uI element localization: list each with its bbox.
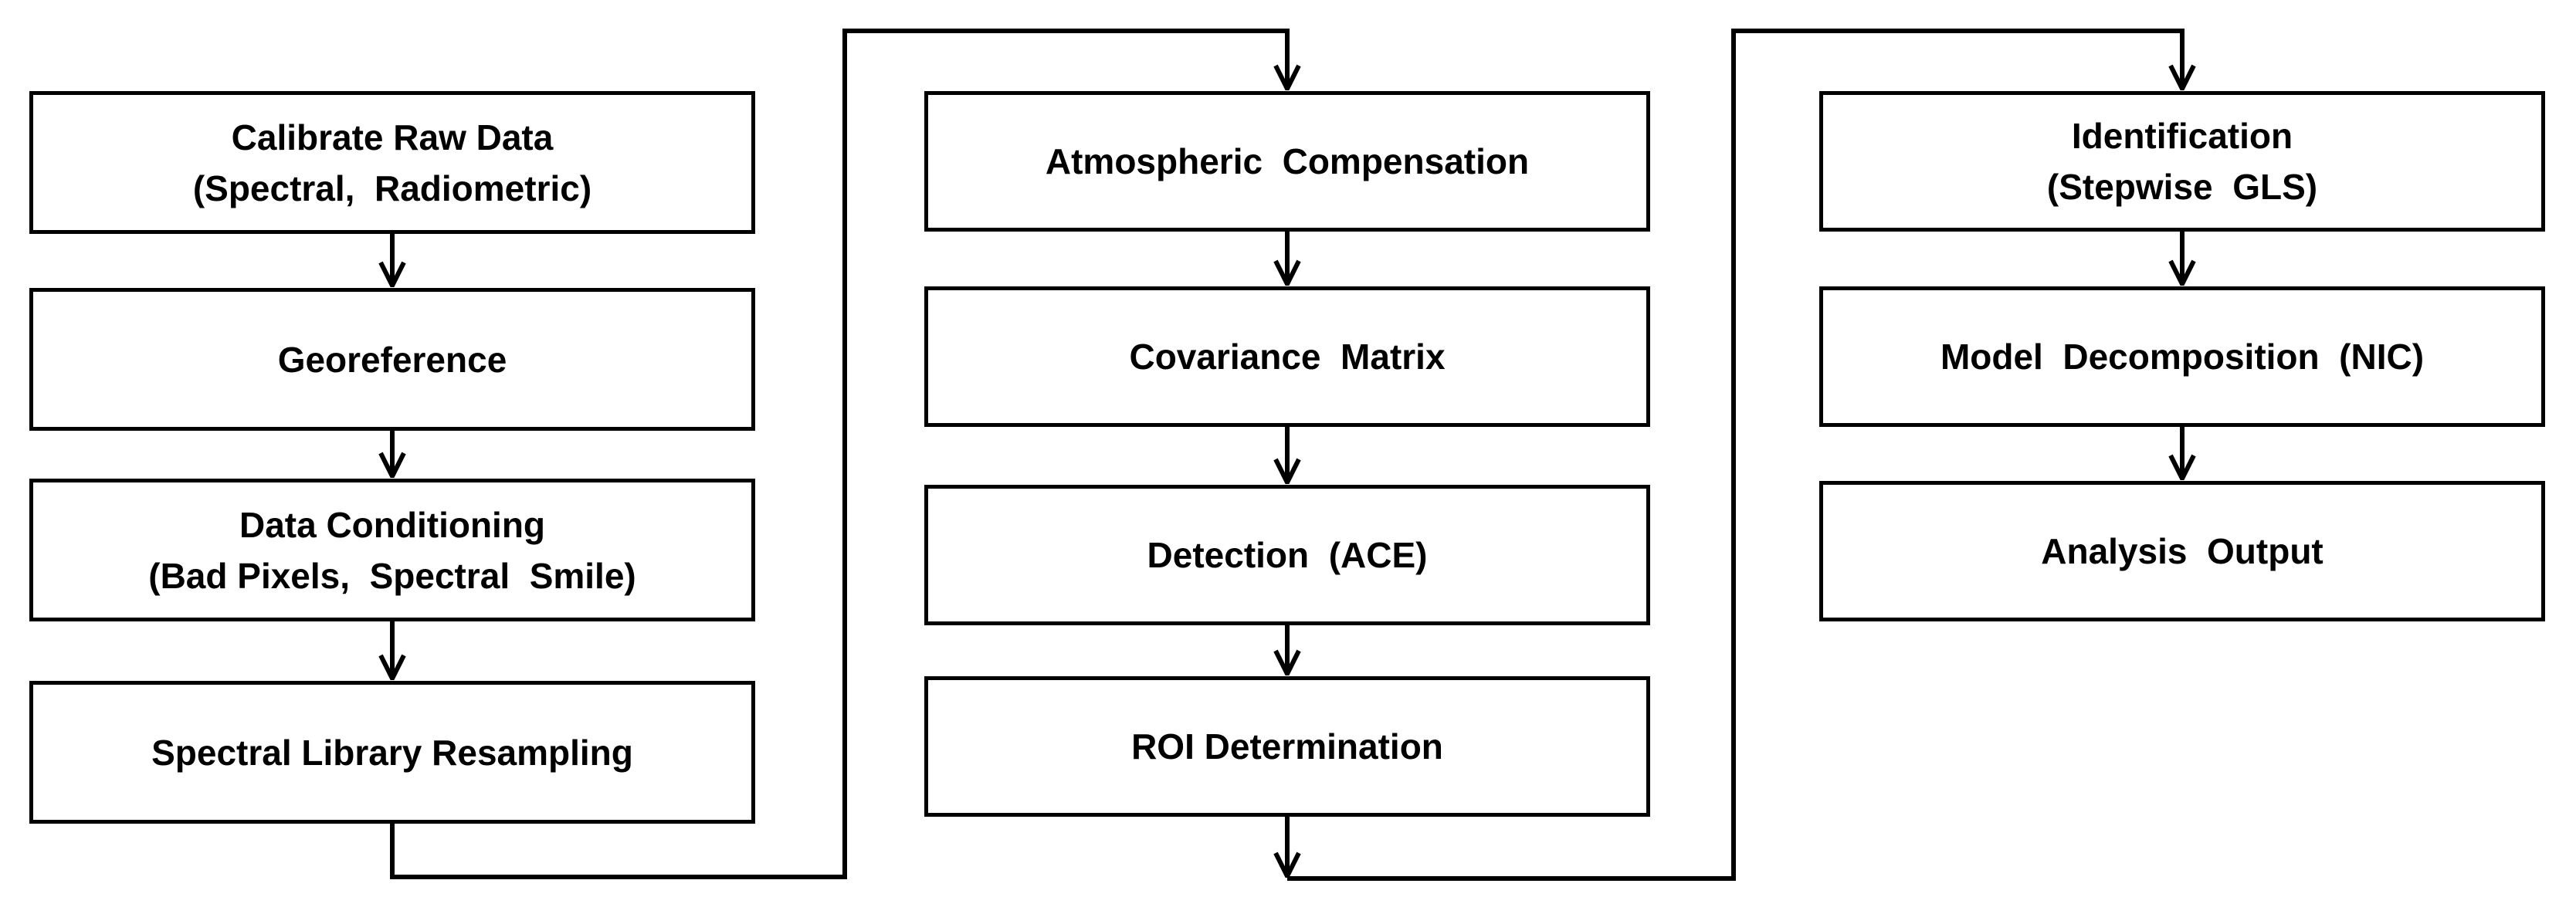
step-model-decomposition: Model Decomposition (NIC): [1819, 286, 2545, 427]
step-label-line: Detection (ACE): [1147, 535, 1428, 575]
step-label-line: Georeference: [277, 339, 507, 380]
step-label-line: (Stepwise GLS): [2046, 167, 2318, 207]
step-label-line: Atmospheric Compensation: [1045, 141, 1530, 181]
step-label-line: Calibrate Raw Data: [231, 117, 554, 157]
step-spectral-library-resampling: Spectral Library Resampling: [29, 681, 755, 824]
step-roi-determination: ROI Determination: [924, 676, 1650, 817]
step-label-line: Covariance Matrix: [1129, 337, 1446, 377]
step-label-line: ROI Determination: [1131, 726, 1443, 767]
step-label-line: Identification: [2071, 116, 2293, 156]
step-label-line: (Bad Pixels, Spectral Smile): [148, 555, 636, 596]
step-analysis-output: Analysis Output: [1819, 481, 2545, 621]
step-covariance-matrix: Covariance Matrix: [924, 286, 1650, 427]
step-label-line: (Spectral, Radiometric): [192, 168, 592, 208]
step-label-line: Model Decomposition (NIC): [1940, 337, 2425, 377]
step-label-line: Data Conditioning: [239, 504, 546, 545]
connector-column2-to-column3: [1287, 29, 2182, 881]
step-calibrate-raw-data: Calibrate Raw Data (Spectral, Radiometri…: [29, 91, 755, 234]
step-detection-ace: Detection (ACE): [924, 485, 1650, 625]
step-data-conditioning: Data Conditioning (Bad Pixels, Spectral …: [29, 479, 755, 621]
connector-column1-to-column2: [390, 29, 1287, 879]
step-label-line: Analysis Output: [2041, 531, 2323, 571]
step-georeference: Georeference: [29, 288, 755, 431]
step-identification: Identification (Stepwise GLS): [1819, 91, 2545, 232]
step-label-line: Spectral Library Resampling: [151, 732, 633, 773]
step-atmospheric-compensation: Atmospheric Compensation: [924, 91, 1650, 232]
